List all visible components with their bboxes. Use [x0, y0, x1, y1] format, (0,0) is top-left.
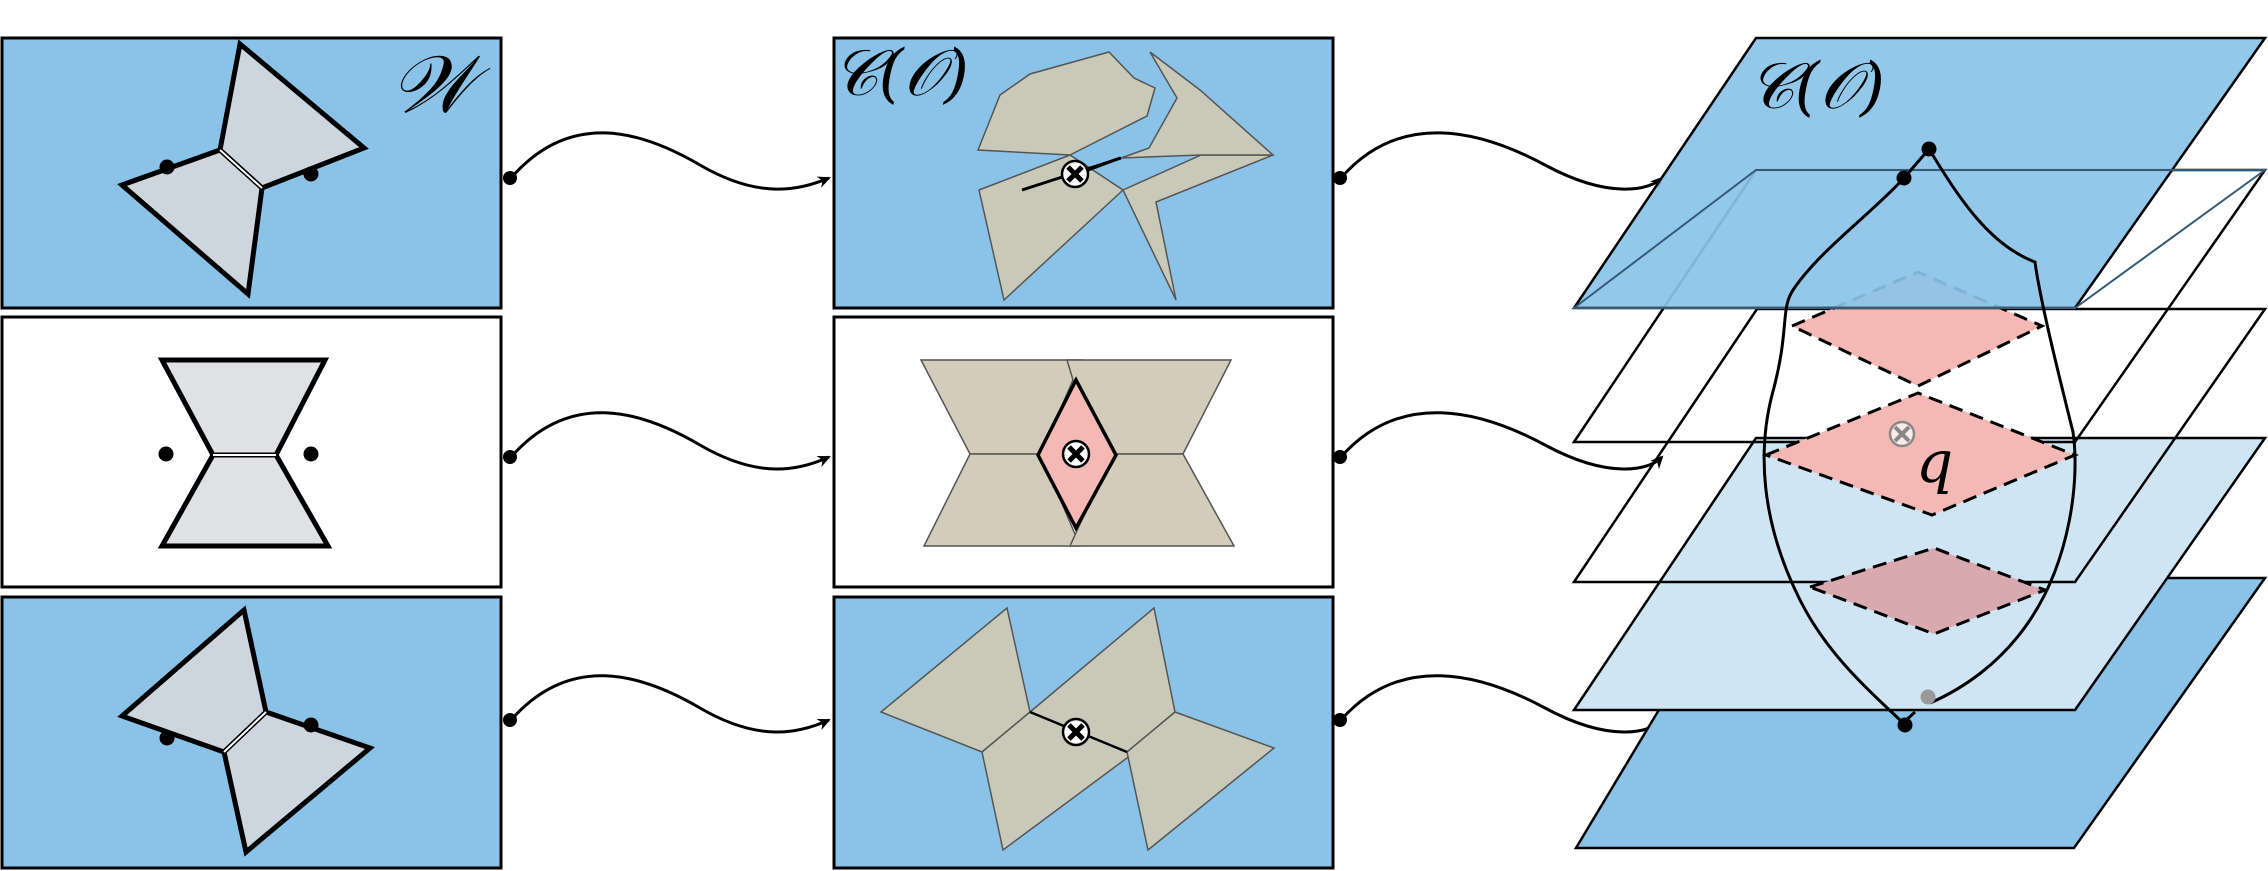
- diamond-lower: [1805, 546, 2050, 636]
- bowtie-top-left: [117, 39, 369, 299]
- curve-right: [1927, 148, 2077, 705]
- bowtie-bottom-left: [117, 605, 375, 857]
- point-bottom-gray: [1920, 689, 1936, 705]
- label-c-o-right: 𝒞(𝒪): [1748, 50, 1885, 124]
- point-top-lower: [1896, 170, 1912, 186]
- arrow-left-middle: [509, 411, 831, 471]
- arrows: [509, 131, 1664, 734]
- middle-column: 𝒞(𝒪): [832, 36, 1335, 870]
- arrow-right-bottom: [1339, 674, 1664, 734]
- label-q: q: [1916, 428, 1953, 496]
- point-bottom-black: [1897, 717, 1913, 733]
- arrow-start-dots: [503, 171, 1347, 727]
- arrow-left-top: [509, 131, 831, 191]
- arrow-right-middle: [1339, 411, 1664, 471]
- arrow-right-top: [1339, 131, 1664, 191]
- plane-top-blue: [1571, 36, 2268, 310]
- arrow-left-bottom: [509, 674, 831, 734]
- curve-left: [1762, 176, 1906, 725]
- bowtie-middle-left: [157, 357, 333, 549]
- bowties-bottom-middle: [879, 606, 1276, 852]
- right-stack: [1571, 36, 2268, 850]
- left-column: 𝒲: [0, 36, 503, 870]
- label-c-o-middle: 𝒞(𝒪): [832, 37, 969, 111]
- bowties-top-middle: [976, 51, 1275, 302]
- point-top-upper: [1921, 141, 1937, 157]
- bowties-middle-middle: [919, 359, 1236, 547]
